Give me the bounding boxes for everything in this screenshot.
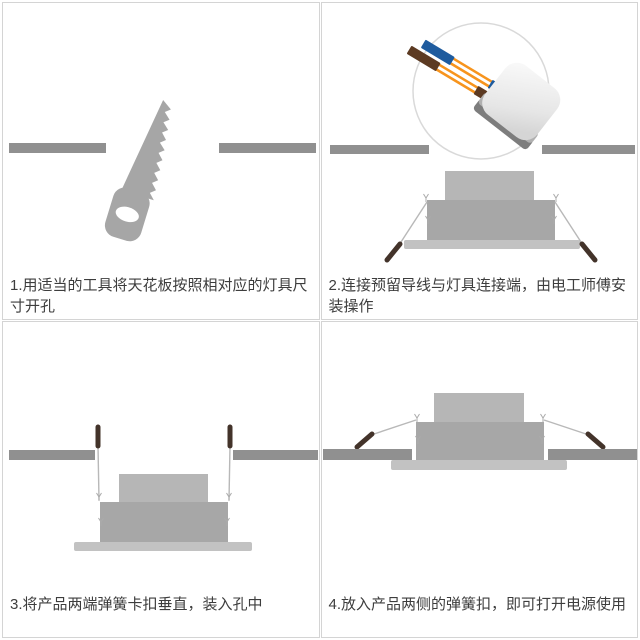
trim-ring — [403, 240, 580, 249]
ceiling-panel-left — [322, 448, 412, 460]
step-1-caption: 1.用适当的工具将天花板按照相对应的灯具尺寸开孔 — [10, 277, 308, 315]
installed-downlight-illustration — [322, 392, 637, 470]
spring-mark — [224, 517, 230, 526]
left-spring-wire — [97, 445, 100, 500]
lamp-connector-block — [473, 62, 560, 150]
brown-wire-copper-gap — [436, 65, 478, 93]
lamp-body — [100, 501, 228, 542]
downlight-fixture — [354, 392, 605, 460]
wire-connection-illustration — [329, 22, 635, 263]
right-spring-wire — [553, 201, 582, 243]
left-spring-wire — [373, 418, 416, 435]
step-2-panel: 2.连接预留导线与灯具连接端，由电工师傅安装操作 — [320, 2, 638, 320]
driver-box — [119, 473, 208, 502]
ceiling-panel-left — [9, 143, 106, 153]
blue-wire-end — [420, 39, 454, 65]
spring-mark — [414, 435, 421, 444]
left-spring-wire — [399, 201, 428, 243]
saw-blade — [121, 100, 171, 201]
spring-mark — [550, 215, 557, 224]
brown-wire-end — [406, 46, 440, 71]
saw-handle-hole — [115, 206, 139, 223]
step-1-panel: 1.用适当的工具将天花板按照相对应的灯具尺寸开孔 — [2, 2, 320, 320]
ceiling-panel-right — [233, 449, 318, 460]
lamp-body — [426, 200, 555, 240]
right-spring-clip-handle — [579, 241, 597, 263]
driver-box — [433, 392, 524, 422]
spring-mark — [552, 193, 559, 202]
spring-mark — [422, 193, 429, 202]
spring-mark — [96, 492, 102, 501]
trim-ring — [390, 459, 567, 470]
downlight-fixture — [384, 171, 597, 263]
connector-body — [481, 62, 560, 141]
ceiling-panel-left — [9, 449, 95, 460]
spring-mark — [98, 517, 104, 526]
step-3-caption: 3.将产品两端弹簧卡扣垂直，装入孔中 — [10, 595, 263, 613]
saw-cutting-ceiling-illustration — [9, 100, 316, 242]
ceiling-panel-left — [329, 145, 429, 154]
ceiling-panel-right — [219, 143, 316, 153]
left-spring-clip-handle — [354, 431, 374, 449]
ceiling-panel-right — [547, 448, 637, 460]
step-3-panel: 3.将产品两端弹簧卡扣垂直，装入孔中 — [2, 320, 320, 638]
spring-mark — [539, 413, 546, 422]
downlight-fixture — [74, 424, 252, 551]
spring-mark — [538, 435, 545, 444]
spring-mark — [424, 215, 431, 224]
ceiling-panel-right — [541, 145, 635, 154]
spring-mark — [226, 492, 232, 501]
trim-ring — [74, 541, 252, 551]
spring-mark — [413, 413, 420, 422]
step-2-caption: 2.连接预留导线与灯具连接端，由电工师傅安装操作 — [328, 277, 627, 315]
blue-wire-copper-gap — [450, 59, 493, 87]
lamp-body — [415, 421, 544, 460]
right-spring-wire — [228, 445, 231, 500]
step-4-caption: 4.放入产品两侧的弹簧扣，即可打开电源使用 — [328, 595, 627, 613]
right-spring-clip-handle — [585, 431, 605, 449]
handsaw-icon — [104, 100, 171, 242]
left-spring-clip-handle — [384, 241, 402, 263]
step-4-panel: 4.放入产品两侧的弹簧扣，即可打开电源使用 — [320, 320, 638, 638]
clips-vertical-illustration — [9, 424, 318, 551]
driver-box — [444, 171, 534, 200]
right-spring-wire — [543, 418, 586, 435]
